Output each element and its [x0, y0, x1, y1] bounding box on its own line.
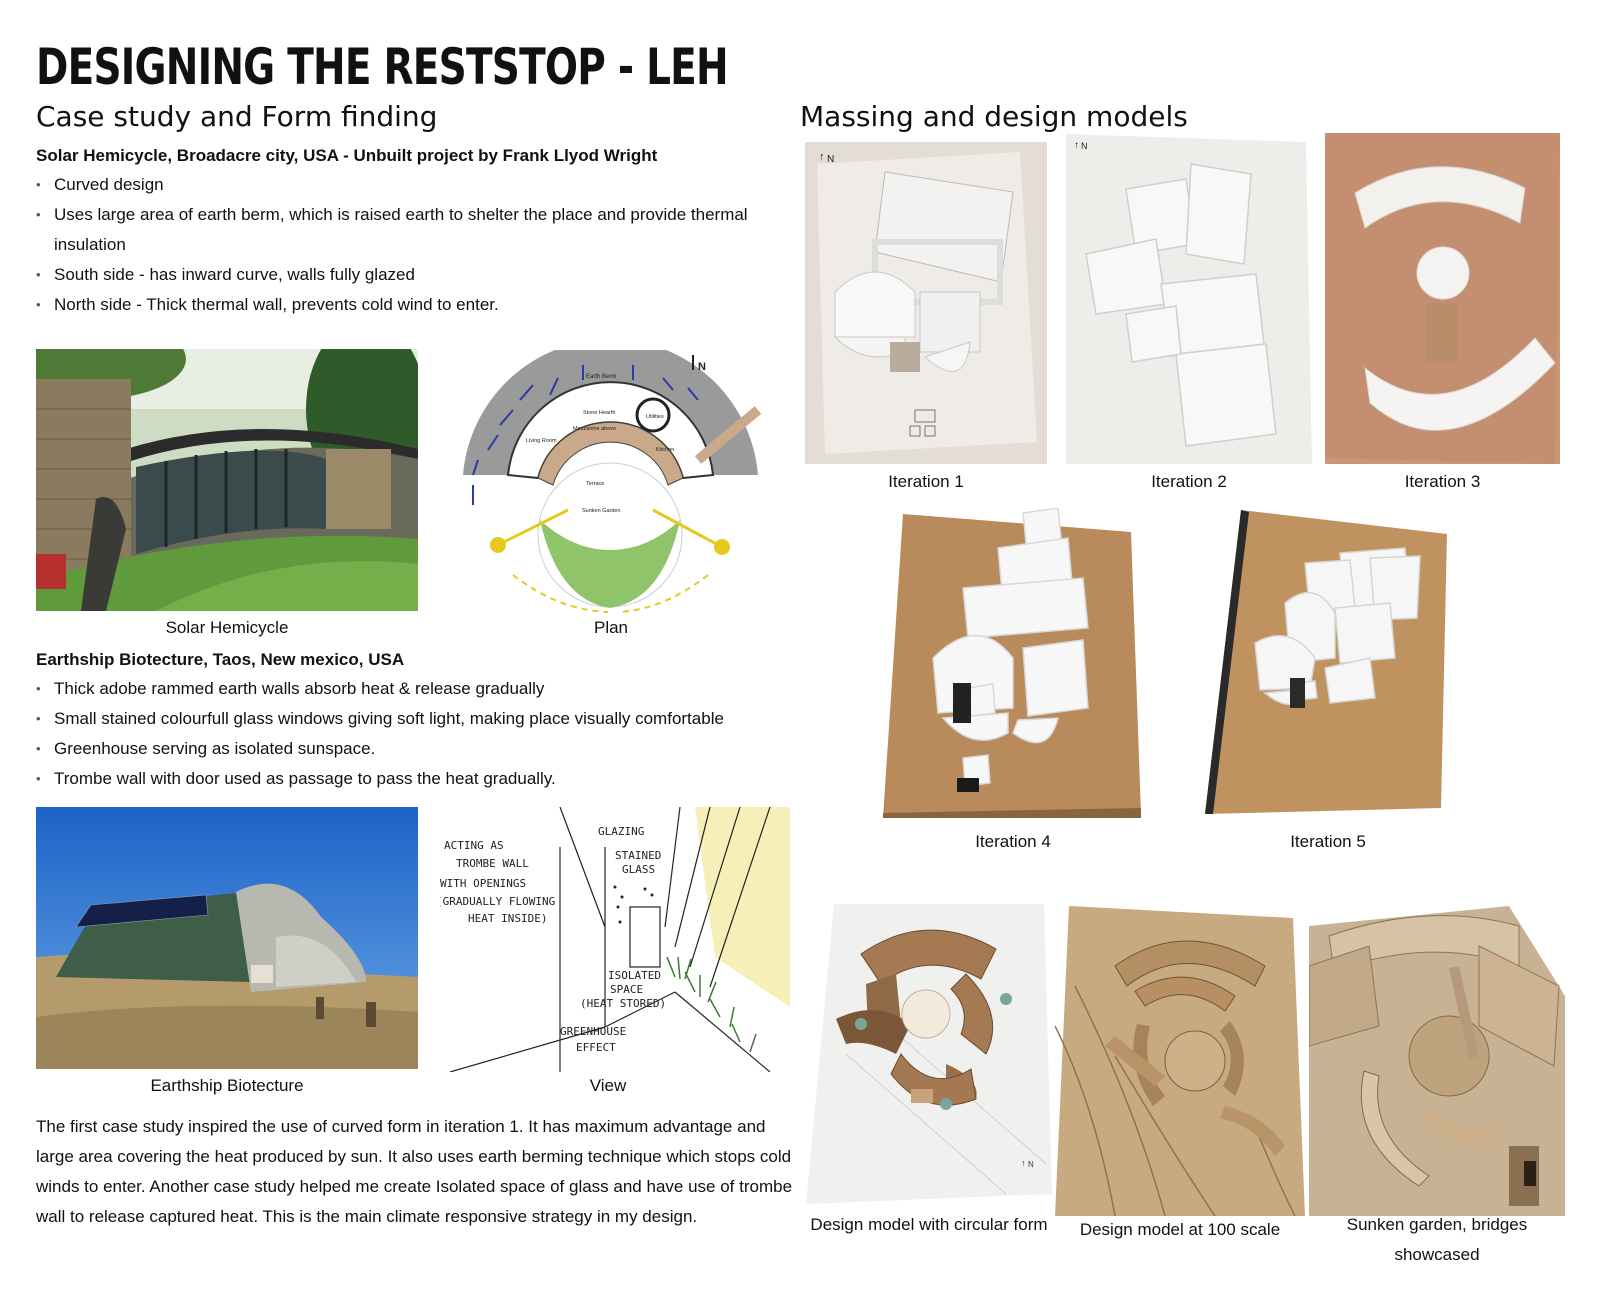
- sunken-garden-caption: Sunken garden, bridges showcased: [1346, 1215, 1528, 1264]
- view-caption: View: [589, 1076, 627, 1095]
- plan-label-mezzanine: Mezzanine above: [573, 426, 616, 432]
- design-model-100-scale-photo: [1055, 906, 1305, 1216]
- design-model-circular-caption: Design model with circular form: [810, 1215, 1048, 1234]
- iteration-4-photo: [883, 508, 1143, 818]
- sketch-label-l3: WITH OPENINGS: [440, 877, 526, 890]
- case-study-heading: Case study and Form finding: [36, 100, 438, 133]
- sketch-label-g2: EFFECT: [576, 1041, 616, 1054]
- case1-bullet: North side - Thick thermal wall, prevent…: [36, 290, 776, 320]
- iteration-3-caption: Iteration 3: [1404, 472, 1481, 491]
- earthship-photo: [36, 807, 418, 1069]
- sketch-label-g1: GREENHOUSE: [560, 1025, 626, 1038]
- earthship-caption: Earthship Biotecture: [150, 1076, 304, 1095]
- hemicycle-plan-drawing: N Earth Berm Stone Hearth Mezzanine abov…: [458, 350, 764, 615]
- sketch-label-l4: (GRADUALLY FLOWING: [440, 895, 555, 908]
- case2-bullet: Greenhouse serving as isolated sunspace.: [36, 734, 826, 764]
- case1-title: Solar Hemicycle, Broadacre city, USA - U…: [36, 146, 658, 165]
- case2-bullet: Trombe wall with door used as passage to…: [36, 764, 826, 794]
- plan-caption: Plan: [593, 618, 629, 637]
- case2-title: Earthship Biotecture, Taos, New mexico, …: [36, 650, 405, 669]
- view-sketch: GLAZING STAINED GLASS ACTING AS TROMBE W…: [440, 807, 790, 1072]
- plan-north-label: N: [698, 361, 706, 373]
- sketch-label-l1: ACTING AS: [444, 839, 504, 852]
- summary-paragraph: The first case study inspired the use of…: [36, 1117, 793, 1226]
- north-mark: N: [1081, 141, 1088, 151]
- svg-text:↑: ↑: [819, 151, 825, 163]
- case1-bullet: Curved design: [36, 170, 776, 200]
- plan-label-kitchen: Kitchen: [656, 447, 674, 453]
- sketch-label-i2: SPACE: [610, 983, 643, 996]
- sketch-label-glass: GLASS: [622, 863, 655, 876]
- sunken-garden-photo: [1309, 906, 1565, 1216]
- plan-label-garden: Sunken Garden: [582, 508, 621, 514]
- sketch-label-stained: STAINED: [615, 849, 661, 862]
- iteration-5-photo: [1205, 508, 1451, 818]
- iteration-3-photo: [1325, 133, 1560, 464]
- plan-label-earth-berm: Earth Berm: [586, 374, 616, 380]
- plan-label-living: Living Room: [526, 438, 557, 444]
- sketch-label-l5: HEAT INSIDE): [468, 912, 547, 925]
- iteration-2-photo: ↑ N: [1066, 134, 1312, 464]
- massing-heading: Massing and design models: [800, 100, 1188, 133]
- svg-text:↑: ↑: [1021, 1158, 1026, 1168]
- iteration-1-photo: ↑ N: [805, 142, 1047, 464]
- page-title: DESIGNING THE RESTSTOP - LEH: [36, 38, 729, 96]
- north-mark: N: [1028, 1160, 1034, 1169]
- case1-bullets: Curved design Uses large area of earth b…: [36, 170, 776, 320]
- iteration-1-caption: Iteration 1: [888, 472, 964, 491]
- case2-bullet: Thick adobe rammed earth walls absorb he…: [36, 674, 826, 704]
- north-mark: N: [827, 154, 834, 165]
- iteration-5-caption: Iteration 5: [1290, 832, 1366, 851]
- iteration-2-caption: Iteration 2: [1151, 472, 1227, 491]
- case2-bullet: Small stained colourfull glass windows g…: [36, 704, 826, 734]
- design-model-circular-photo: ↑ N: [806, 904, 1052, 1204]
- solar-hemicycle-photo: [36, 349, 418, 611]
- svg-text:↑: ↑: [1074, 140, 1079, 151]
- solar-hemicycle-caption: Solar Hemicycle: [165, 618, 289, 637]
- plan-label-stone-hearth: Stone Hearth: [583, 410, 615, 416]
- sketch-label-l2: TROMBE WALL: [456, 857, 529, 870]
- design-model-100-scale-caption: Design model at 100 scale: [1079, 1220, 1281, 1239]
- sketch-label-i3: (HEAT STORED): [580, 997, 666, 1010]
- sketch-label-glazing: GLAZING: [598, 825, 644, 838]
- case1-bullet: South side - has inward curve, walls ful…: [36, 260, 776, 290]
- sketch-label-i1: ISOLATED: [608, 969, 661, 982]
- case1-bullet: Uses large area of earth berm, which is …: [36, 200, 776, 260]
- case2-bullets: Thick adobe rammed earth walls absorb he…: [36, 674, 826, 794]
- plan-label-utilities: Utilities: [646, 414, 664, 420]
- plan-label-terrace: Terrace: [586, 481, 604, 487]
- iteration-4-caption: Iteration 4: [975, 832, 1051, 851]
